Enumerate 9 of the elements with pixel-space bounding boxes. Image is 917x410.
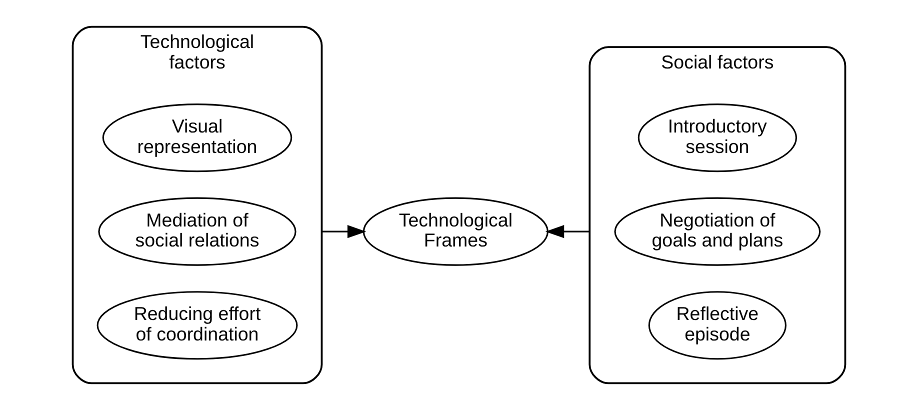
node-ellipse: Technological Frames bbox=[362, 197, 548, 266]
node-ellipse: Negotiation of goals and plans bbox=[614, 197, 820, 266]
node-ellipse: Reducing effort of coordination bbox=[96, 291, 298, 360]
arrow bbox=[321, 225, 366, 238]
arrow bbox=[544, 225, 590, 238]
node-ellipse: Visual representation bbox=[102, 104, 292, 172]
node-ellipse: Mediation of social relations bbox=[98, 197, 296, 266]
node-ellipse: Introductory session bbox=[637, 104, 797, 172]
node-ellipse: Reflective episode bbox=[648, 291, 786, 360]
